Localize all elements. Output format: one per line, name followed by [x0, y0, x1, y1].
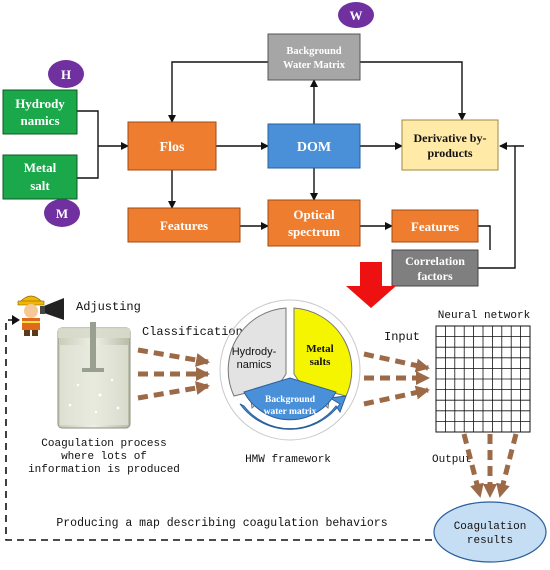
badge-h: H — [48, 60, 84, 88]
optical-label-line2: spectrum — [288, 224, 340, 239]
derivative-label-line2: products — [427, 146, 472, 160]
metal-salt-box: Metal salt — [2, 154, 78, 200]
badge-m-label: M — [56, 206, 68, 221]
output-label: Output — [432, 454, 472, 466]
coagulation-results-ellipse: Coagulation results — [433, 501, 547, 563]
megaphone-icon — [40, 298, 64, 320]
correlation-factors-box: Correlation factors — [391, 249, 479, 287]
output-arrow-1 — [461, 433, 484, 498]
hmw-bg-label-line1: Background — [265, 395, 316, 405]
feedback-dashed-line — [5, 319, 432, 541]
arrow-background-to-derivative — [360, 61, 466, 121]
background-label-line1: Background — [286, 46, 341, 57]
classification-arrows — [137, 347, 210, 401]
input-label: Input — [384, 330, 420, 344]
hmw-metal-label-line1: Metal — [306, 343, 333, 355]
flos-box: Flos — [127, 121, 217, 171]
features-to-correlation-connector — [478, 225, 491, 250]
hydrodynamics-label-line1: Hydrody — [15, 96, 65, 111]
arrow-background-to-flos — [168, 61, 268, 123]
hmw-framework-cycle — [219, 299, 361, 441]
badge-w: W — [338, 2, 374, 28]
flos-label: Flos — [160, 140, 185, 155]
adjusting-label: Adjusting — [76, 300, 141, 314]
background-label-line2: Water Matrix — [283, 60, 346, 71]
process-caption-line2: where lots of — [61, 451, 147, 463]
hydrodynamics-label-line2: namics — [21, 113, 60, 128]
hmw-framework-label: HMW framework — [245, 454, 331, 466]
derivative-byproducts-box: Derivative by- products — [401, 119, 499, 171]
dom-label: DOM — [297, 140, 331, 155]
background-water-matrix-box: Background Water Matrix — [267, 33, 361, 81]
hmw-hydro-label-line1: Hydrody- — [232, 346, 277, 358]
results-label-line1: Coagulation — [454, 521, 527, 533]
features-left-label: Features — [160, 218, 208, 233]
metal-salt-label-line1: Metal — [24, 160, 57, 175]
features-right-box: Features — [391, 209, 479, 243]
red-down-arrow — [346, 262, 396, 308]
hydrodynamics-box: Hydrody namics — [2, 89, 78, 135]
bracket-connector — [77, 110, 99, 179]
process-caption-line3: information is produced — [28, 464, 180, 476]
correlation-loop-line — [478, 145, 524, 269]
metal-salt-label-line2: salt — [30, 178, 50, 193]
features-left-box: Features — [127, 207, 241, 243]
hmw-metal-label-line2: salts — [310, 356, 332, 368]
input-arrow-3 — [363, 385, 430, 407]
process-caption-line1: Coagulation process — [41, 438, 166, 450]
classification-arrow-1 — [137, 347, 210, 367]
correlation-label-line1: Correlation — [405, 254, 465, 268]
optical-spectrum-box: Optical spectrum — [267, 199, 361, 247]
optical-label-line1: Optical — [293, 207, 335, 222]
correlation-label-line2: factors — [417, 269, 453, 283]
badge-w-label: W — [350, 8, 363, 23]
badge-h-label: H — [61, 67, 71, 82]
input-arrows — [363, 351, 430, 407]
feedback-arrowhead — [12, 315, 20, 325]
output-arrows — [461, 433, 519, 498]
output-arrow-3 — [496, 433, 519, 498]
beaker-image — [57, 322, 131, 429]
hmw-bg-label-line2: water matrix — [264, 407, 317, 417]
classification-arrow-3 — [137, 381, 210, 401]
map-caption: Producing a map describing coagulation b… — [56, 517, 387, 530]
derivative-label-line1: Derivative by- — [414, 131, 487, 145]
badge-m: M — [44, 199, 80, 227]
hmw-hydro-label-line2: namics — [237, 359, 272, 371]
results-label-line2: results — [467, 535, 513, 547]
classification-label: Classification — [142, 325, 243, 339]
input-arrow-1 — [363, 351, 430, 373]
hmw-background-segment — [243, 377, 337, 421]
feedback-loop — [5, 319, 432, 541]
worker-icon — [17, 295, 45, 336]
features-right-label: Features — [411, 219, 459, 234]
top-connectors — [77, 61, 524, 269]
neural-network-grid — [435, 325, 531, 433]
neural-network-label: Neural network — [438, 310, 531, 322]
dom-box: DOM — [267, 123, 361, 169]
